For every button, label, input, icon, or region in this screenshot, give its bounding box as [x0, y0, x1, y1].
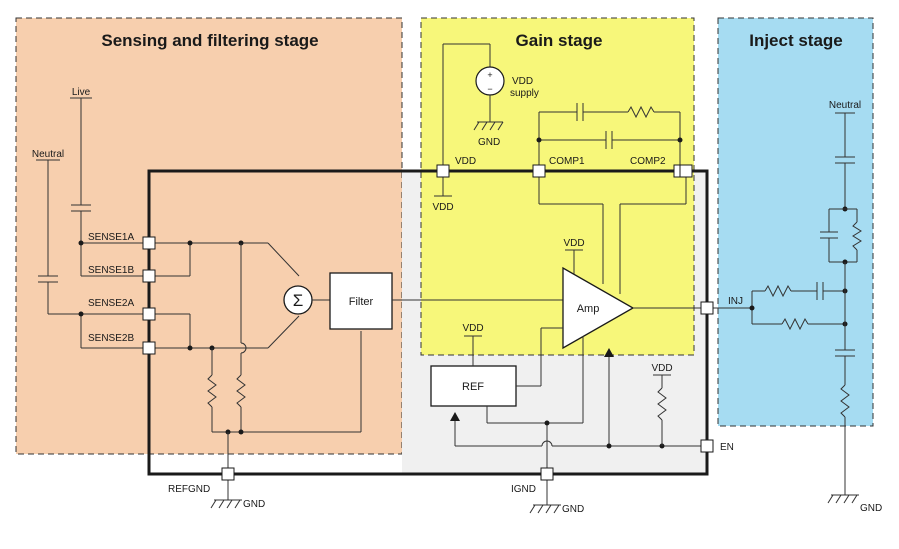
vdd-under-pin-label: VDD	[432, 202, 453, 213]
sense2a-label: SENSE2A	[88, 298, 134, 309]
summing-symbol: Σ	[293, 291, 304, 310]
pin-sense2a	[142, 307, 156, 321]
inject-network	[713, 112, 862, 504]
refgnd-ground-symbol	[210, 480, 242, 509]
neutral-right-label: Neutral	[829, 100, 861, 111]
live-line	[70, 97, 149, 277]
refgnd-gnd-label: GND	[243, 499, 265, 510]
pin-vdd	[436, 164, 450, 178]
amp-vdd-label: VDD	[563, 238, 584, 249]
inject-gnd-label: GND	[860, 503, 882, 514]
neutral-left-line	[36, 159, 149, 349]
inject-stage-region	[717, 17, 874, 427]
ignd-gnd-label: GND	[562, 504, 584, 515]
compensation-network	[536, 103, 683, 171]
vdd-pin-label: VDD	[455, 156, 476, 167]
pin-comp1	[532, 164, 546, 178]
inj-label: INJ	[728, 296, 743, 307]
pin-comp2b	[679, 164, 693, 178]
vdd-supply-sublabel: supply	[510, 88, 539, 99]
comp1-label: COMP1	[549, 156, 585, 167]
gain-stage-region	[420, 17, 695, 356]
amp-block	[562, 266, 635, 350]
filter-block	[329, 272, 393, 330]
pin-refgnd	[221, 467, 235, 481]
pin-inj	[700, 301, 714, 315]
pin-en	[700, 439, 714, 453]
sensing-stage-title: Sensing and filtering stage	[101, 31, 318, 50]
sense1a-label: SENSE1A	[88, 232, 134, 243]
ignd-wiring	[529, 420, 561, 514]
sensing-stage-region	[15, 17, 403, 455]
en-wiring	[450, 348, 701, 449]
chip-outline	[147, 169, 709, 476]
refgnd-label: REFGND	[168, 484, 210, 495]
pin-sense1b	[142, 269, 156, 283]
amp-label: Amp	[577, 303, 600, 315]
pin-sense2b	[142, 341, 156, 355]
ignd-label: IGND	[511, 484, 536, 495]
pin-ignd	[540, 467, 554, 481]
ref-block	[430, 365, 517, 407]
filter-label: Filter	[349, 296, 374, 308]
sense-internal-wiring	[149, 240, 362, 468]
ref-vdd-label: VDD	[462, 323, 483, 334]
sense1b-label: SENSE1B	[88, 265, 134, 276]
source-plus: +	[487, 70, 492, 80]
neutral-left-label: Neutral	[32, 149, 64, 160]
source-minus: −	[487, 84, 492, 94]
ref-to-amp-wiring	[486, 327, 584, 424]
vdd-supply-label: VDD	[512, 76, 533, 87]
gain-stage-title: Gain stage	[516, 31, 603, 50]
inject-stage-title: Inject stage	[749, 31, 843, 50]
vdd-supply-source	[442, 43, 505, 171]
sense2b-label: SENSE2B	[88, 333, 134, 344]
live-label: Live	[72, 87, 91, 98]
en-vdd-label: VDD	[651, 363, 672, 374]
ref-label: REF	[462, 381, 484, 393]
comp-internal-wiring	[538, 177, 687, 294]
comp2-label: COMP2	[630, 156, 666, 167]
pin-sense1a	[142, 236, 156, 250]
supply-gnd-label: GND	[478, 137, 500, 148]
en-label: EN	[720, 442, 734, 453]
